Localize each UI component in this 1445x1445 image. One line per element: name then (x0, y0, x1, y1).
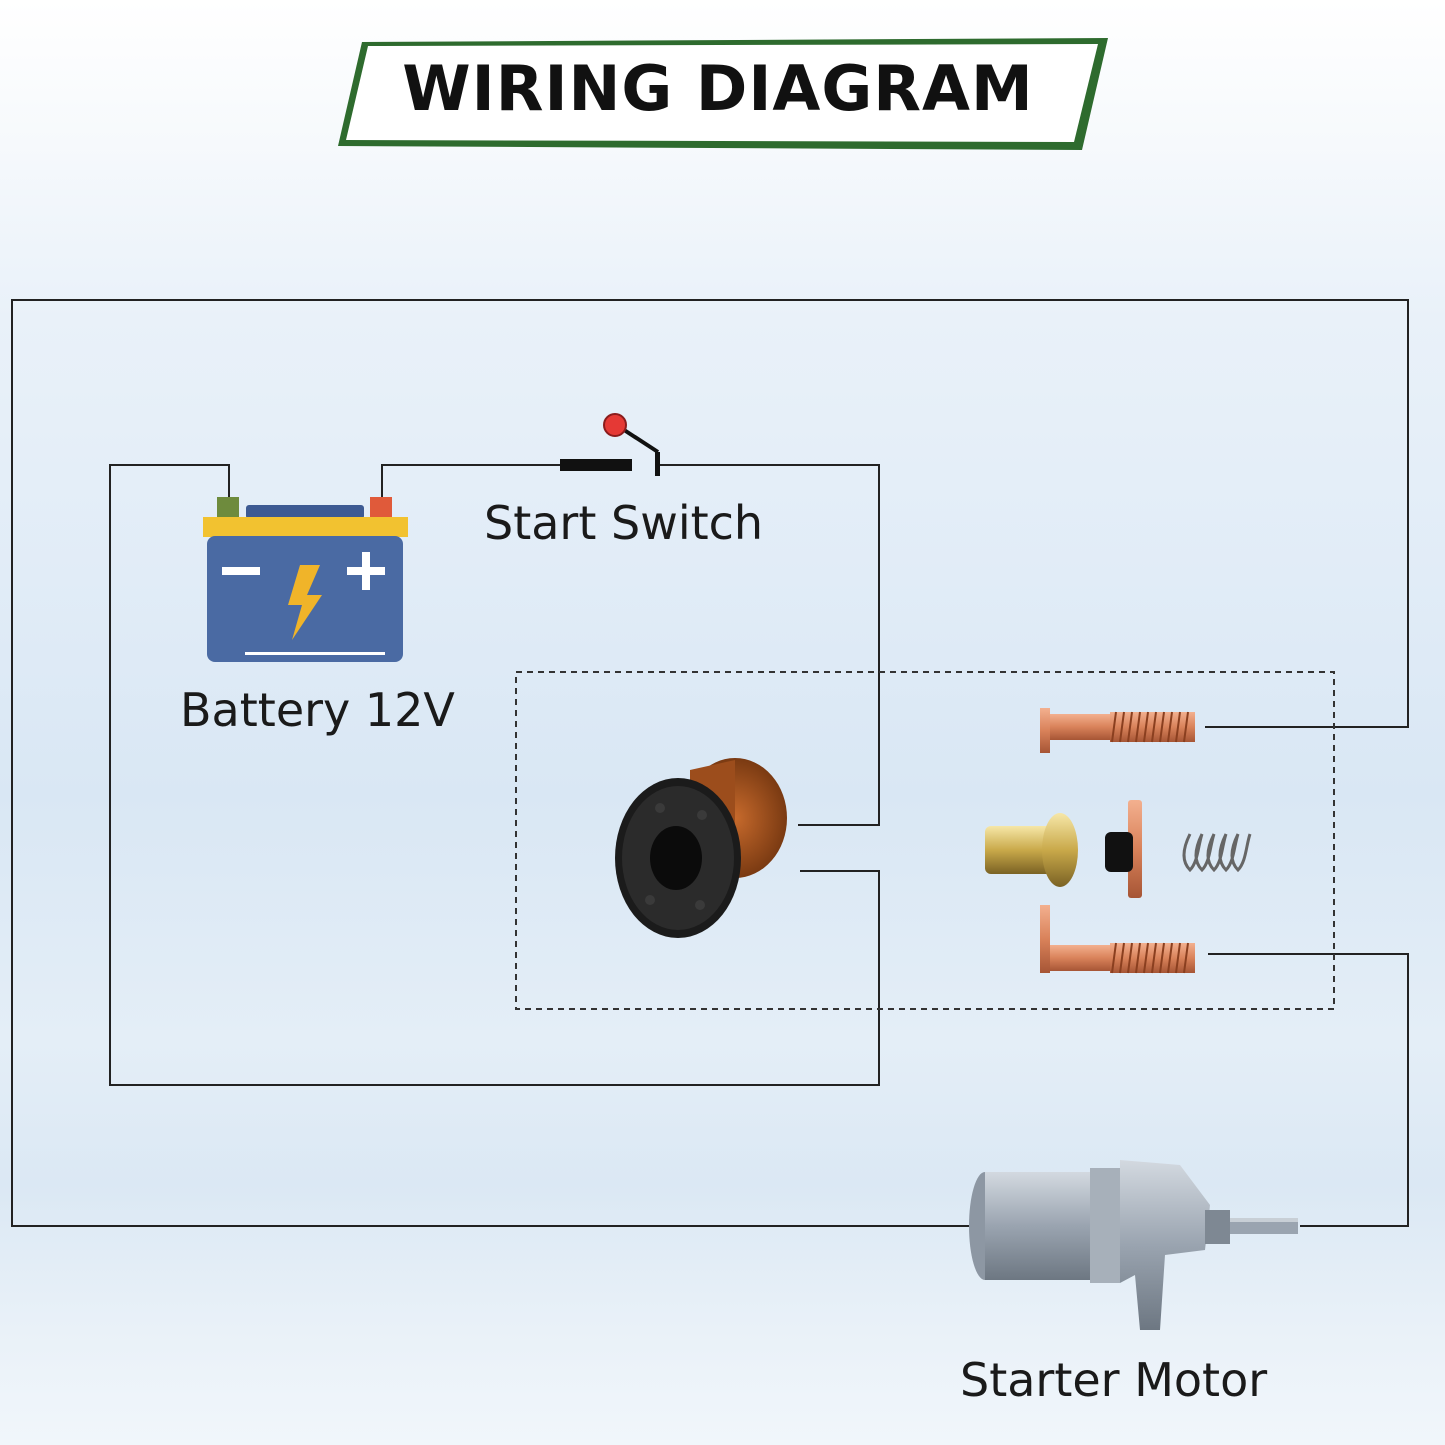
spring-icon (1182, 833, 1252, 873)
solenoid-coil-icon (615, 758, 787, 938)
starter-motor-label: Starter Motor (960, 1353, 1268, 1407)
page-title: WIRING DIAGRAM (402, 52, 1034, 125)
plunger-icon (985, 813, 1078, 887)
title-banner (338, 38, 1108, 150)
start-switch-icon (560, 413, 660, 476)
main-circuit-wire (11, 299, 1409, 1227)
start-switch-label: Start Switch (484, 496, 764, 550)
copper-bolt-icon (1040, 708, 1195, 753)
contact-disc-icon (1105, 800, 1142, 898)
switch-to-coil-wire (660, 464, 880, 826)
solenoid-box (515, 671, 1335, 1010)
wires (11, 299, 1409, 1227)
battery-icon (203, 497, 408, 662)
battery-positive-wire (381, 464, 560, 500)
motor-return-wire (1208, 953, 1409, 1227)
copper-bolt-icon (1040, 905, 1195, 974)
battery-label: Battery 12V (180, 683, 455, 737)
battery-negative-wire (109, 464, 880, 1086)
starter-motor-icon (969, 1160, 1298, 1330)
